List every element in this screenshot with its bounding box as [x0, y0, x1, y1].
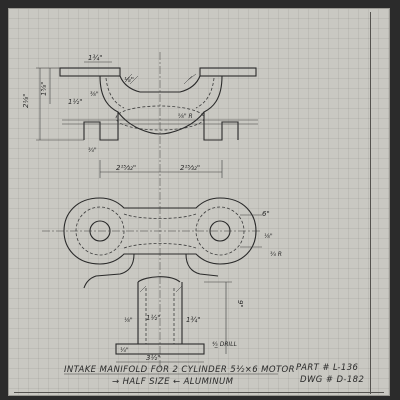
dim-height: 9" [236, 300, 244, 308]
part-number: PART # L-136 [296, 363, 358, 373]
dim-bore: 1½" [68, 98, 82, 106]
break-line [137, 276, 181, 283]
dim-base-width: 3½" [146, 354, 160, 362]
stem-left-curve [83, 253, 135, 289]
plan-view [42, 197, 262, 289]
dim-left-height-inner: 1⅝" [40, 82, 48, 96]
drawing-number: DWG # D-182 [300, 375, 364, 385]
plan-hidden-top [123, 213, 197, 219]
dim-left-height-outer: 2⅛" [22, 94, 30, 108]
pipe-walls [137, 282, 183, 344]
dim-base-thk: ¼" [120, 347, 129, 354]
dim-side-c: ¾ R [270, 251, 282, 258]
dim-pipe-in: ⅛" [124, 317, 133, 324]
title-line-1: INTAKE MANIFOLD FOR 2 CYLINDER 5½×6 MOTO… [64, 365, 295, 375]
dim-pipe-od: 1¾" [186, 316, 200, 324]
sheet-border-right [370, 12, 371, 394]
left-port-hidden [75, 206, 125, 256]
crotch [119, 75, 201, 93]
dim-top-width: 1¾" [88, 54, 102, 62]
outlet-view [115, 281, 232, 363]
dim-rad: ⅝" R [178, 113, 193, 120]
dim-half-right: 2¹⁵⁄₃₂" [180, 164, 200, 172]
dim-flange-thk: ⅜" [90, 91, 99, 98]
left-hidden [105, 77, 125, 109]
dim-half-left: 2¹⁵⁄₃₂" [116, 164, 136, 172]
base-flange [115, 343, 205, 355]
right-port [209, 220, 231, 242]
plan-hidden-bottom [123, 243, 197, 249]
dim-base-drill: ⅘̲ DRILL [212, 341, 237, 348]
dim-side-a: 6" [262, 210, 270, 218]
right-port-hidden [195, 206, 245, 256]
dim-side-b: ⅛" [264, 233, 273, 240]
title-line-2: → HALF SIZE ← ALUMINUM [112, 377, 234, 387]
dim-fillet: ⅛" [124, 76, 134, 84]
right-hidden [195, 77, 215, 109]
body-right [203, 75, 239, 141]
left-port [89, 220, 111, 242]
left-flange [59, 67, 121, 77]
dim-bolt-boss: ¾" [88, 147, 97, 154]
body-left [83, 75, 119, 141]
plan-outline [63, 197, 257, 265]
stem-right-curve [185, 253, 219, 277]
sheet-border-bottom [14, 392, 384, 393]
runner [117, 111, 205, 135]
runner-hidden [115, 105, 205, 131]
right-flange [199, 67, 257, 77]
front-elevation [36, 52, 258, 370]
dim-pipe-dia: 1½" [146, 314, 160, 322]
drawing-sheet [8, 8, 390, 396]
